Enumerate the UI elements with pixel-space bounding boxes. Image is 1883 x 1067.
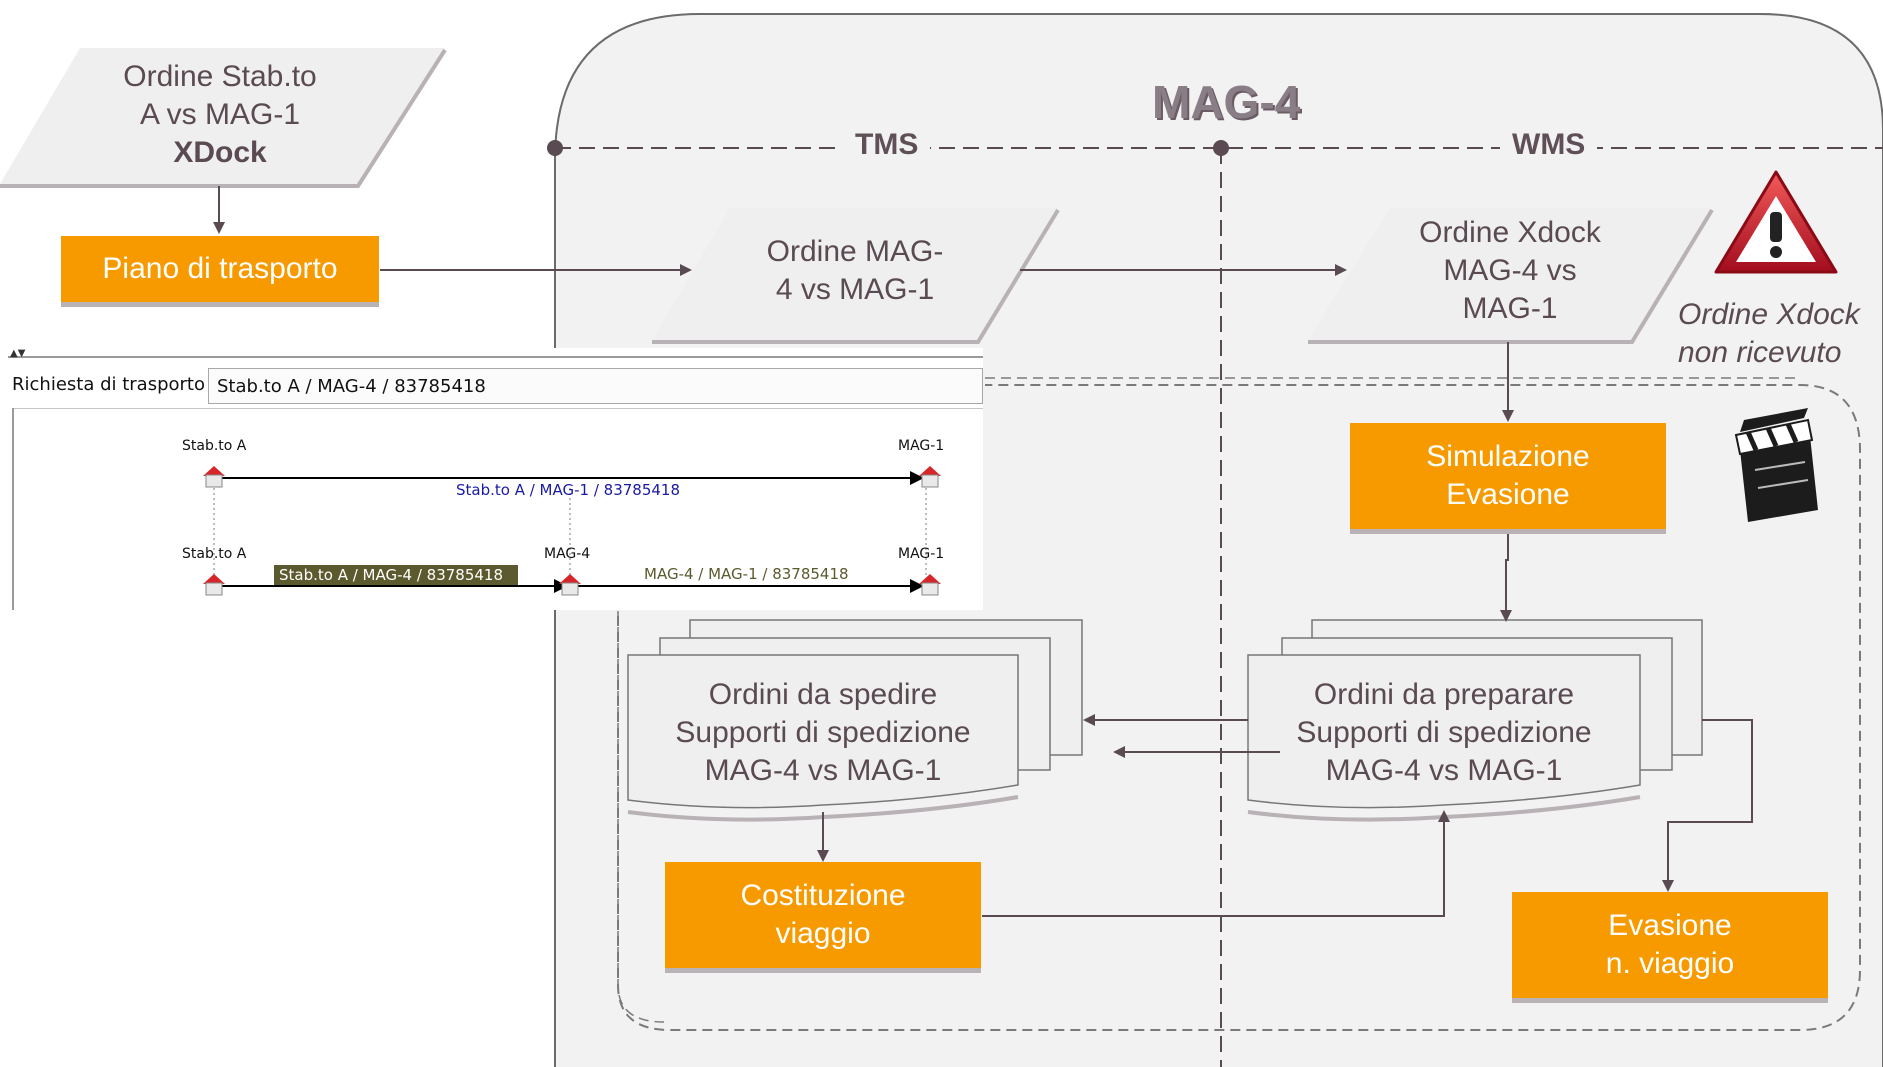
- diagram-title: MAG-4: [1152, 76, 1301, 128]
- transport-request-label: Richiesta di trasporto: [12, 374, 205, 395]
- warning-icon: [1714, 170, 1838, 274]
- transport-request-field[interactable]: Stab.to A / MAG-4 / 83785418: [208, 368, 983, 404]
- house-icon: [919, 466, 941, 488]
- house-icon: [203, 574, 225, 596]
- ordini-preparare-line3: MAG-4 vs MAG-1: [1325, 754, 1563, 787]
- route-highlight-bg: [274, 565, 518, 585]
- ordini-preparare-line2: Supporti di spedizione: [1296, 716, 1592, 749]
- house-icon: [203, 466, 225, 488]
- header-line-start-dot: [547, 140, 563, 156]
- clapperboard-icon: [1734, 408, 1818, 522]
- ordini-preparare-line1: Ordini da preparare: [1313, 678, 1575, 711]
- panel-left-border: [12, 408, 14, 610]
- evasione-line1: Evasione: [1608, 909, 1732, 942]
- ordine-xdock-shape: [1308, 208, 1712, 340]
- ordine-mag4-line2: 4 vs MAG-1: [775, 273, 935, 306]
- ordine-stab-line1: Ordine Stab.to: [123, 60, 317, 93]
- simulazione-line1: Simulazione: [1426, 440, 1590, 473]
- ordine-xdock-label: Ordine Xdock MAG-4 vs MAG-1: [1355, 214, 1665, 328]
- row2-mid-label: MAG-4: [544, 546, 591, 562]
- row2-route2-label[interactable]: MAG-4 / MAG-1 / 83785418: [644, 565, 849, 583]
- ordine-stab-line3: XDock: [173, 136, 267, 169]
- ordini-spedire-label: Ordini da spedire Supporti di spedizione…: [628, 676, 1018, 790]
- simulazione-line2: Evasione: [1446, 478, 1570, 511]
- transport-request-panel: ▲▼ Richiesta di trasporto Stab.to A / MA…: [8, 348, 983, 610]
- ordine-xdock-line2: MAG-4 vs: [1443, 254, 1577, 287]
- costituzione-line1: Costituzione: [740, 879, 906, 912]
- house-icon: [559, 574, 581, 596]
- ordini-preparare-stack: [1247, 619, 1703, 822]
- collapse-arrows-icon[interactable]: ▲▼: [10, 348, 26, 359]
- ordine-xdock-line1: Ordine Xdock: [1419, 216, 1601, 249]
- ordine-mag4-label: Ordine MAG- 4 vs MAG-1: [700, 233, 1010, 309]
- ordini-spedire-line3: MAG-4 vs MAG-1: [704, 754, 942, 787]
- evasione-line2: n. viaggio: [1605, 947, 1735, 980]
- costituzione-line2: viaggio: [775, 917, 871, 950]
- piano-trasporto-label: Piano di trasporto: [102, 252, 338, 285]
- route-graph: [203, 466, 941, 596]
- ordini-spedire-stack: [627, 619, 1083, 822]
- ordini-preparare-label: Ordini da preparare Supporti di spedizio…: [1248, 676, 1640, 790]
- panel-top-border: [8, 356, 983, 358]
- ordine-stab-line2: A vs MAG-1: [139, 98, 301, 131]
- row1-route-label[interactable]: Stab.to A / MAG-1 / 83785418: [456, 481, 681, 499]
- row2-route1-label[interactable]: Stab.to A / MAG-4 / 83785418: [279, 566, 504, 584]
- wms-header: WMS: [1500, 128, 1598, 162]
- ordini-spedire-line2: Supporti di spedizione: [675, 716, 971, 749]
- inner-dashed-region: [617, 384, 1861, 1031]
- costituzione-viaggio-box: Costituzione viaggio: [665, 862, 981, 968]
- ordini-spedire-line1: Ordini da spedire: [708, 678, 938, 711]
- warning-text: Ordine Xdock non ricevuto: [1678, 296, 1883, 372]
- warning-text-line1: Ordine Xdock: [1678, 298, 1860, 331]
- connectors: [213, 186, 1753, 917]
- row1-from-label: Stab.to A: [182, 438, 247, 454]
- tms-header: TMS: [843, 128, 931, 162]
- panel-separator: [12, 408, 983, 409]
- ordine-mag4-shape: [652, 208, 1058, 340]
- ordine-stab-shape: [0, 48, 445, 184]
- ordine-stab-label: Ordine Stab.to A vs MAG-1 XDock: [70, 58, 370, 172]
- ordine-xdock-line3: MAG-1: [1462, 292, 1558, 325]
- piano-trasporto-box: Piano di trasporto: [61, 236, 379, 302]
- evasione-viaggio-box: Evasione n. viaggio: [1512, 892, 1828, 998]
- simulazione-evasione-box: Simulazione Evasione: [1350, 423, 1666, 529]
- row2-to-label: MAG-1: [898, 546, 945, 562]
- warning-text-line2: non ricevuto: [1678, 336, 1842, 369]
- row2-from-label: Stab.to A: [182, 546, 247, 562]
- house-icon: [919, 574, 941, 596]
- row1-to-label: MAG-1: [898, 438, 945, 454]
- ordine-mag4-line1: Ordine MAG-: [766, 235, 944, 268]
- inner-dashed-region-offset: [617, 595, 665, 1023]
